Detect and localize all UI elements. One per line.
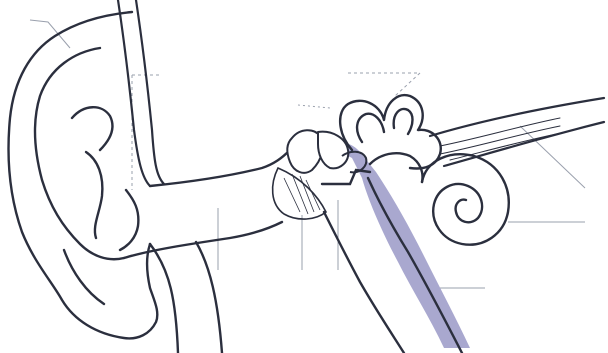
- leader-line-extra: [298, 105, 330, 108]
- auricle-outline: [9, 12, 158, 338]
- canal-inner-loop: [357, 114, 384, 142]
- auricle-inner-fold: [35, 48, 124, 259]
- nerve-upper: [430, 98, 604, 136]
- nerve-lower: [444, 122, 604, 166]
- skin-line-inner: [136, 0, 164, 184]
- antihelix: [86, 152, 102, 238]
- ear-canal-upper: [150, 150, 290, 186]
- leader-line-canals-top: [348, 73, 420, 96]
- leader-line-ear-canal: [132, 75, 160, 190]
- earlobe-rim: [64, 250, 104, 304]
- concha-bowl: [120, 190, 138, 250]
- eustachian-tube: [312, 140, 470, 348]
- canal-inner-loop-b: [394, 109, 413, 134]
- skin-line-outer: [118, 0, 150, 186]
- tube-outline-right: [368, 178, 462, 353]
- ear-canal-lower: [124, 222, 282, 258]
- helix-crus: [72, 107, 112, 150]
- cochlea-spiral: [422, 154, 509, 244]
- leader-line-auricle: [30, 20, 70, 48]
